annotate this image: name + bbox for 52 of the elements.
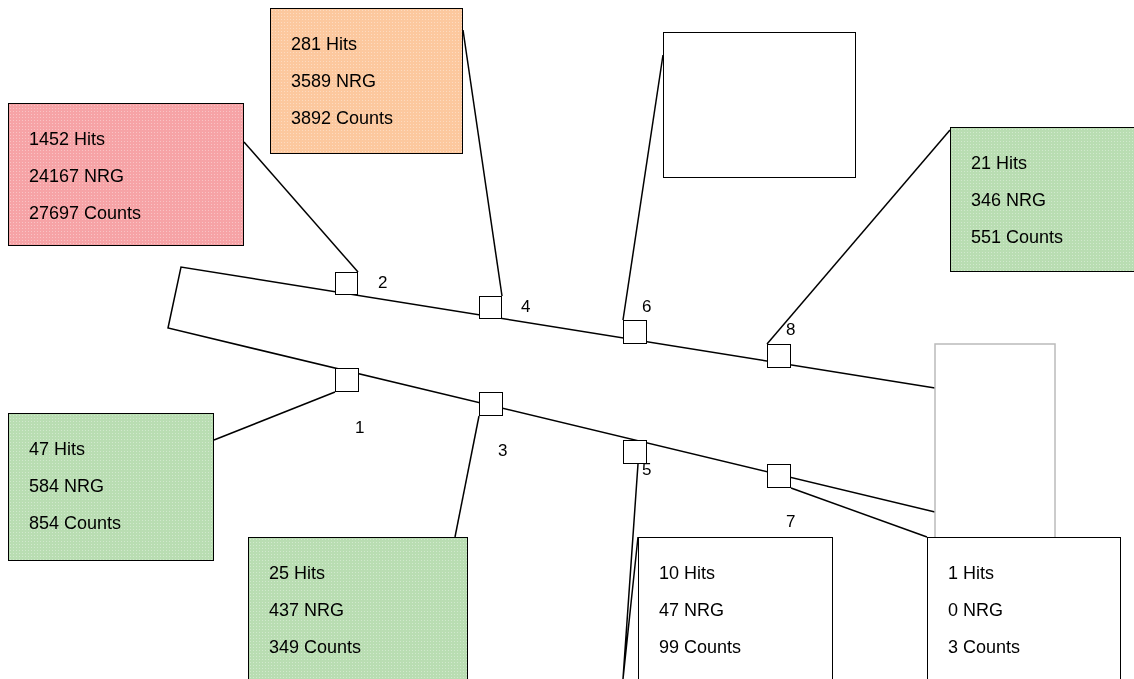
callout-number: 8 (786, 320, 796, 340)
stat-text: 3892 Counts (290, 107, 395, 130)
leader-line (790, 487, 928, 538)
stat-text: 551 Counts (970, 226, 1065, 249)
sensor-box (767, 464, 791, 488)
stat-text: 47 NRG (658, 599, 726, 622)
stat-text: 25 Hits (268, 562, 327, 585)
callout-number: 3 (498, 441, 508, 461)
empty-card (663, 32, 856, 178)
stat-text: 349 Counts (268, 636, 363, 659)
stat-text: 281 Hits (290, 33, 359, 56)
stat-text: 346 NRG (970, 189, 1048, 212)
leader-line (766, 129, 951, 345)
sensor-box (623, 440, 647, 464)
callout-number: 6 (642, 297, 652, 317)
callout-number: 4 (521, 297, 531, 317)
sensor-box (767, 344, 791, 368)
sensor-box (479, 392, 503, 416)
leader-line (622, 54, 664, 321)
stat-text: 1 Hits (947, 562, 995, 585)
stats-card (8, 103, 244, 246)
leader-line (622, 463, 639, 679)
stats-card (927, 537, 1121, 679)
stats-card (638, 537, 833, 679)
stat-text: 21 Hits (970, 152, 1029, 175)
leader-line (454, 415, 480, 538)
stat-text: 437 NRG (268, 599, 346, 622)
stat-text: 99 Counts (658, 636, 743, 659)
callout-number: 7 (786, 512, 796, 532)
callout-number: 2 (378, 273, 388, 293)
stats-card (248, 537, 468, 679)
stats-card (950, 127, 1134, 272)
callout-number: 1 (355, 418, 365, 438)
stats-card (8, 413, 214, 561)
stat-text: 584 NRG (28, 475, 106, 498)
stat-text: 47 Hits (28, 438, 87, 461)
leader-line (462, 29, 503, 297)
sensor-box (335, 368, 359, 392)
stat-text: 24167 NRG (28, 165, 126, 188)
stats-card (270, 8, 463, 154)
sensor-box (623, 320, 647, 344)
stat-text: 3589 NRG (290, 70, 378, 93)
stat-text: 10 Hits (658, 562, 717, 585)
sensor-box (479, 296, 502, 319)
leader-line (213, 391, 336, 441)
stat-text: 854 Counts (28, 512, 123, 535)
stat-text: 27697 Counts (28, 202, 143, 225)
sensor-box (335, 272, 358, 295)
stat-text: 1452 Hits (28, 128, 107, 151)
leader-line (243, 141, 359, 273)
stat-text: 3 Counts (947, 636, 1022, 659)
stat-text: 0 NRG (947, 599, 1004, 622)
